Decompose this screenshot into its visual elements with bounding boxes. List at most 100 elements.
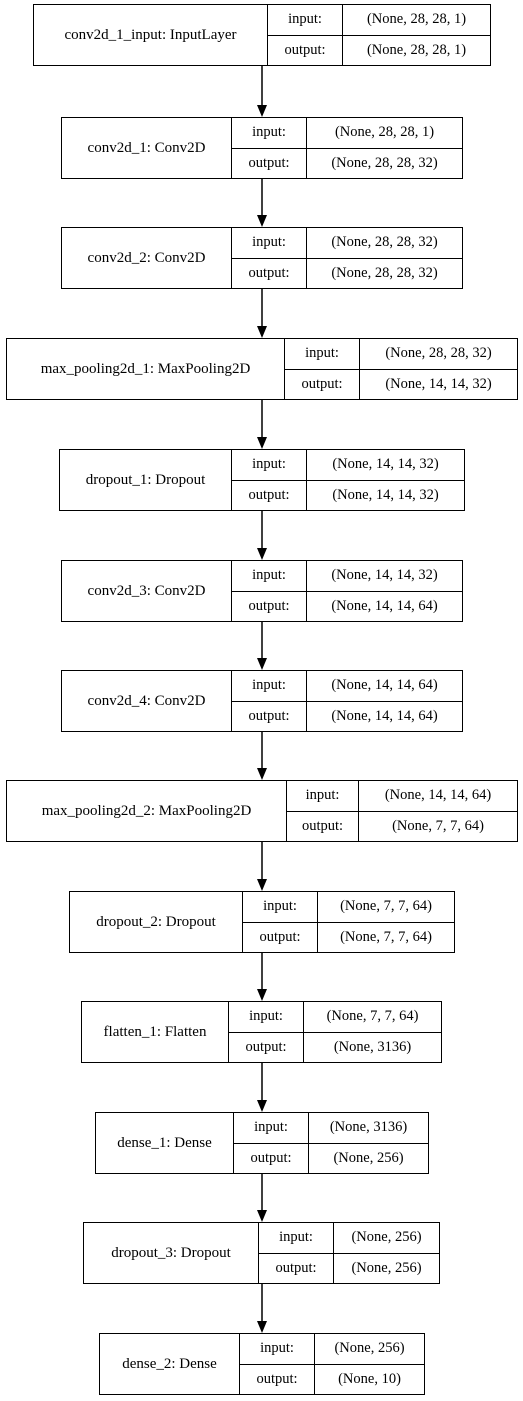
output-label: output: bbox=[232, 257, 306, 289]
arrowhead-icon bbox=[257, 215, 267, 227]
input-label: input: bbox=[252, 456, 286, 473]
arrowhead-icon bbox=[257, 768, 267, 780]
output-label: output: bbox=[240, 1363, 314, 1395]
port-labels: input:output: bbox=[232, 118, 307, 178]
port-labels: input:output: bbox=[285, 339, 360, 399]
output-label: output: bbox=[229, 1031, 303, 1063]
input-label: input: bbox=[305, 787, 340, 804]
input-label: input: bbox=[305, 345, 339, 362]
arrowhead-icon bbox=[257, 326, 267, 338]
layer-name: dense_2: Dense bbox=[100, 1334, 240, 1394]
shape-values: (None, 28, 28, 32) (None, 14, 14, 32) bbox=[360, 339, 517, 399]
arrowhead-icon bbox=[257, 1321, 267, 1333]
shape-values: (None, 256) (None, 256) bbox=[334, 1223, 439, 1283]
input-shape: (None, 256) bbox=[334, 1340, 405, 1357]
layer-name: dropout_3: Dropout bbox=[84, 1223, 259, 1283]
arrowhead-icon bbox=[257, 437, 267, 449]
port-labels: input: output: bbox=[240, 1334, 315, 1394]
shape-values: (None, 28, 28, 1)(None, 28, 28, 1) bbox=[343, 5, 490, 65]
port-labels: input: output: bbox=[287, 781, 359, 841]
layer-name: conv2d_1_input: InputLayer bbox=[34, 5, 268, 65]
arrowhead-icon bbox=[257, 1100, 267, 1112]
output-shape: (None, 14, 14, 32) bbox=[307, 479, 464, 511]
port-labels: input: output: bbox=[232, 450, 307, 510]
output-label: output: bbox=[243, 921, 317, 953]
input-shape: (None, 14, 14, 32) bbox=[331, 567, 438, 584]
arrowhead-icon bbox=[257, 879, 267, 891]
output-shape: (None, 7, 7, 64) bbox=[359, 810, 517, 842]
layer-name: conv2d_3: Conv2D bbox=[62, 561, 232, 621]
port-labels: input:output: bbox=[268, 5, 343, 65]
output-shape: (None, 14, 14, 64) bbox=[307, 700, 462, 732]
input-shape: (None, 256) bbox=[351, 1229, 422, 1246]
layer-node: max_pooling2d_2: MaxPooling2D input: outpu… bbox=[6, 780, 518, 842]
layer-name: conv2d_1: Conv2D bbox=[62, 118, 232, 178]
shape-values: (None, 7, 7, 64)(None, 3136) bbox=[304, 1002, 441, 1062]
shape-values: (None, 14, 14, 64) (None, 14, 14, 64) bbox=[307, 671, 462, 731]
input-label: input: bbox=[263, 898, 297, 915]
input-label: input: bbox=[249, 1008, 283, 1025]
shape-values: (None, 14, 14, 64) (None, 7, 7, 64) bbox=[359, 781, 517, 841]
output-label: output: bbox=[234, 1142, 308, 1174]
output-shape: (None, 256) bbox=[309, 1142, 428, 1174]
output-shape: (None, 256) bbox=[334, 1252, 439, 1284]
input-shape: (None, 7, 7, 64) bbox=[326, 1008, 419, 1025]
input-shape: (None, 7, 7, 64) bbox=[340, 898, 432, 915]
input-shape: (None, 14, 14, 32) bbox=[332, 456, 439, 473]
input-label: input: bbox=[279, 1229, 313, 1246]
output-shape: (None, 28, 28, 32) bbox=[307, 147, 462, 179]
output-shape: (None, 10) bbox=[315, 1363, 424, 1395]
input-shape: (None, 28, 28, 32) bbox=[385, 345, 492, 362]
input-label: input: bbox=[252, 234, 286, 251]
input-label: input: bbox=[252, 677, 286, 694]
input-shape: (None, 14, 14, 64) bbox=[331, 677, 438, 694]
arrowhead-icon bbox=[257, 989, 267, 1001]
input-shape: (None, 14, 14, 64) bbox=[384, 787, 492, 804]
output-label: output: bbox=[268, 34, 342, 66]
layer-node: dense_2: Dense input: output: (None, 256) (N… bbox=[99, 1333, 425, 1395]
output-label: output: bbox=[287, 810, 358, 842]
layer-name: flatten_1: Flatten bbox=[82, 1002, 229, 1062]
output-label: output: bbox=[232, 479, 306, 511]
output-shape: (None, 28, 28, 1) bbox=[343, 34, 490, 66]
arrowhead-icon bbox=[257, 548, 267, 560]
shape-values: (None, 7, 7, 64) (None, 7, 7, 64) bbox=[318, 892, 454, 952]
input-shape: (None, 28, 28, 32) bbox=[331, 234, 438, 251]
port-labels: input: output: bbox=[229, 1002, 304, 1062]
output-label: output: bbox=[232, 147, 306, 179]
layer-name: max_pooling2d_1: MaxPooling2D bbox=[7, 339, 285, 399]
output-shape: (None, 14, 14, 32) bbox=[360, 368, 517, 400]
shape-values: (None, 3136)(None, 256) bbox=[309, 1113, 428, 1173]
layer-name: dense_1: Dense bbox=[96, 1113, 234, 1173]
input-shape: (None, 28, 28, 1) bbox=[334, 124, 435, 141]
input-label: input: bbox=[252, 567, 286, 584]
input-label: input: bbox=[260, 1340, 294, 1357]
shape-values: (None, 28, 28, 1) (None, 28, 28, 32) bbox=[307, 118, 462, 178]
output-shape: (None, 14, 14, 64) bbox=[307, 590, 462, 622]
arrowhead-icon bbox=[257, 658, 267, 670]
layer-name: max_pooling2d_2: MaxPooling2D bbox=[7, 781, 287, 841]
layer-name: dropout_2: Dropout bbox=[70, 892, 243, 952]
layer-name: dropout_1: Dropout bbox=[60, 450, 232, 510]
layer-name: conv2d_4: Conv2D bbox=[62, 671, 232, 731]
output-label: output: bbox=[259, 1252, 333, 1284]
port-labels: input: output: bbox=[232, 561, 307, 621]
output-shape: (None, 7, 7, 64) bbox=[318, 921, 454, 953]
output-shape: (None, 28, 28, 32) bbox=[307, 257, 462, 289]
output-label: output: bbox=[232, 590, 306, 622]
port-labels: input: output: bbox=[259, 1223, 334, 1283]
port-labels: input: output: bbox=[232, 228, 307, 288]
output-label: output: bbox=[232, 700, 306, 732]
